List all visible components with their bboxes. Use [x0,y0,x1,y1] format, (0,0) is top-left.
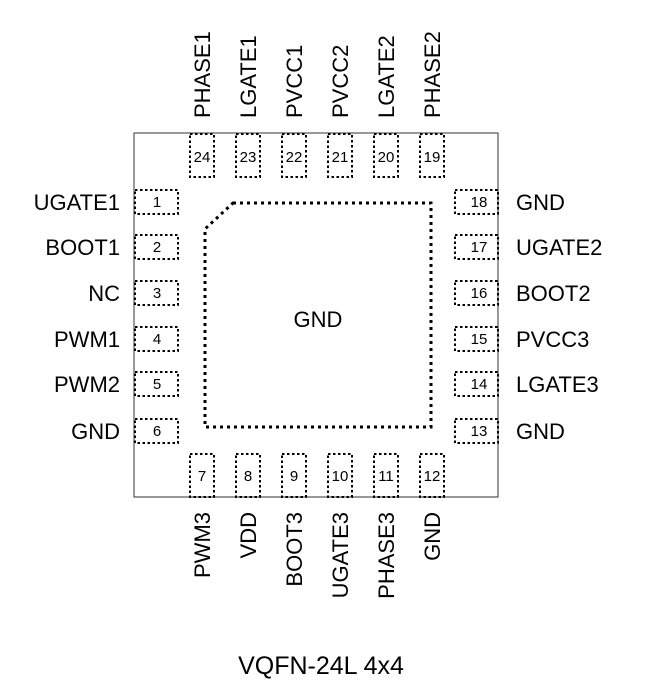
pin-16-name: BOOT2 [516,281,591,306]
pin-17-name: UGATE2 [516,235,602,260]
pin-12-pad [419,453,445,498]
pin-3-pad [134,280,179,306]
pin-3-number: 3 [153,285,161,302]
pin-4-pad [134,326,179,352]
pin-16-pad [454,280,499,306]
pin-18-name: GND [516,190,565,215]
pin-9-pad [281,453,307,498]
pin-2-number: 2 [153,239,161,256]
pin-10-number: 10 [332,468,349,485]
pin-5-number: 5 [153,376,161,393]
pin-11-number: 11 [378,468,394,485]
pin-23-name: LGATE1 [236,35,261,118]
pin-14-number: 14 [471,376,488,393]
pin-18-number: 18 [471,194,488,211]
pin-7-number: 7 [198,468,206,485]
pin-22-number: 22 [286,149,303,166]
pin-2-name: BOOT1 [45,235,120,260]
pin-22-name: PVCC1 [282,45,307,118]
pin-24-pad [189,133,215,178]
pin-19-name: PHASE2 [420,31,445,118]
pin-15-number: 15 [471,331,488,348]
pin-22-pad [281,133,307,178]
pin-3-name: NC [88,281,120,306]
pin-16-number: 16 [471,285,488,302]
pin-6-name: GND [71,419,120,444]
pin-9-name: BOOT3 [282,512,307,587]
pin-7-pad [189,453,215,498]
pin-14-name: LGATE3 [516,372,599,397]
pin-8-number: 8 [244,468,252,485]
pin-12-number: 12 [424,468,441,485]
pin-18-pad [454,189,499,215]
pin-1-number: 1 [153,194,161,211]
pin-19-number: 19 [424,149,441,166]
pin-5-pad [134,371,179,397]
package-label: VQFN-24L 4x4 [238,652,404,680]
pin-11-name: PHASE3 [374,512,399,599]
pin-24-name: PHASE1 [190,31,215,118]
pin-10-pad [327,453,353,498]
pin-1-name: UGATE1 [34,190,120,215]
pin-10-name: UGATE3 [328,512,353,598]
pin-8-pad [235,453,261,498]
pin-4-name: PWM1 [54,327,120,352]
pin-2-pad [134,234,179,260]
pin-19-pad [419,133,445,178]
pin-20-name: LGATE2 [374,35,399,118]
pin-14-pad [454,371,499,397]
pin-12-name: GND [420,512,445,561]
pin-24-number: 24 [194,149,211,166]
pin-6-number: 6 [153,423,161,440]
pin-17-pad [454,234,499,260]
pin-11-pad [373,453,399,498]
pin-21-name: PVCC2 [328,45,353,118]
pin-17-number: 17 [471,239,488,256]
pin-1-pad [134,189,179,215]
pin-8-name: VDD [236,512,261,558]
pin-23-number: 23 [240,149,257,166]
pin-21-pad [327,133,353,178]
pin-5-name: PWM2 [54,372,120,397]
pin-6-pad [134,418,179,444]
pin-13-number: 13 [471,423,488,440]
pin-13-pad [454,418,499,444]
pin-15-pad [454,326,499,352]
pin-21-number: 21 [332,149,349,166]
package-body [133,132,499,498]
exposed-pad-label: GND [294,307,343,332]
pin-23-pad [235,133,261,178]
pin-13-name: GND [516,419,565,444]
pin-15-name: PVCC3 [516,327,589,352]
pin-7-name: PWM3 [190,512,215,578]
pin-9-number: 9 [290,468,298,485]
pin-20-number: 20 [378,149,395,166]
pin-4-number: 4 [153,331,161,348]
exposed-pad [203,201,433,429]
pin-20-pad [373,133,399,178]
